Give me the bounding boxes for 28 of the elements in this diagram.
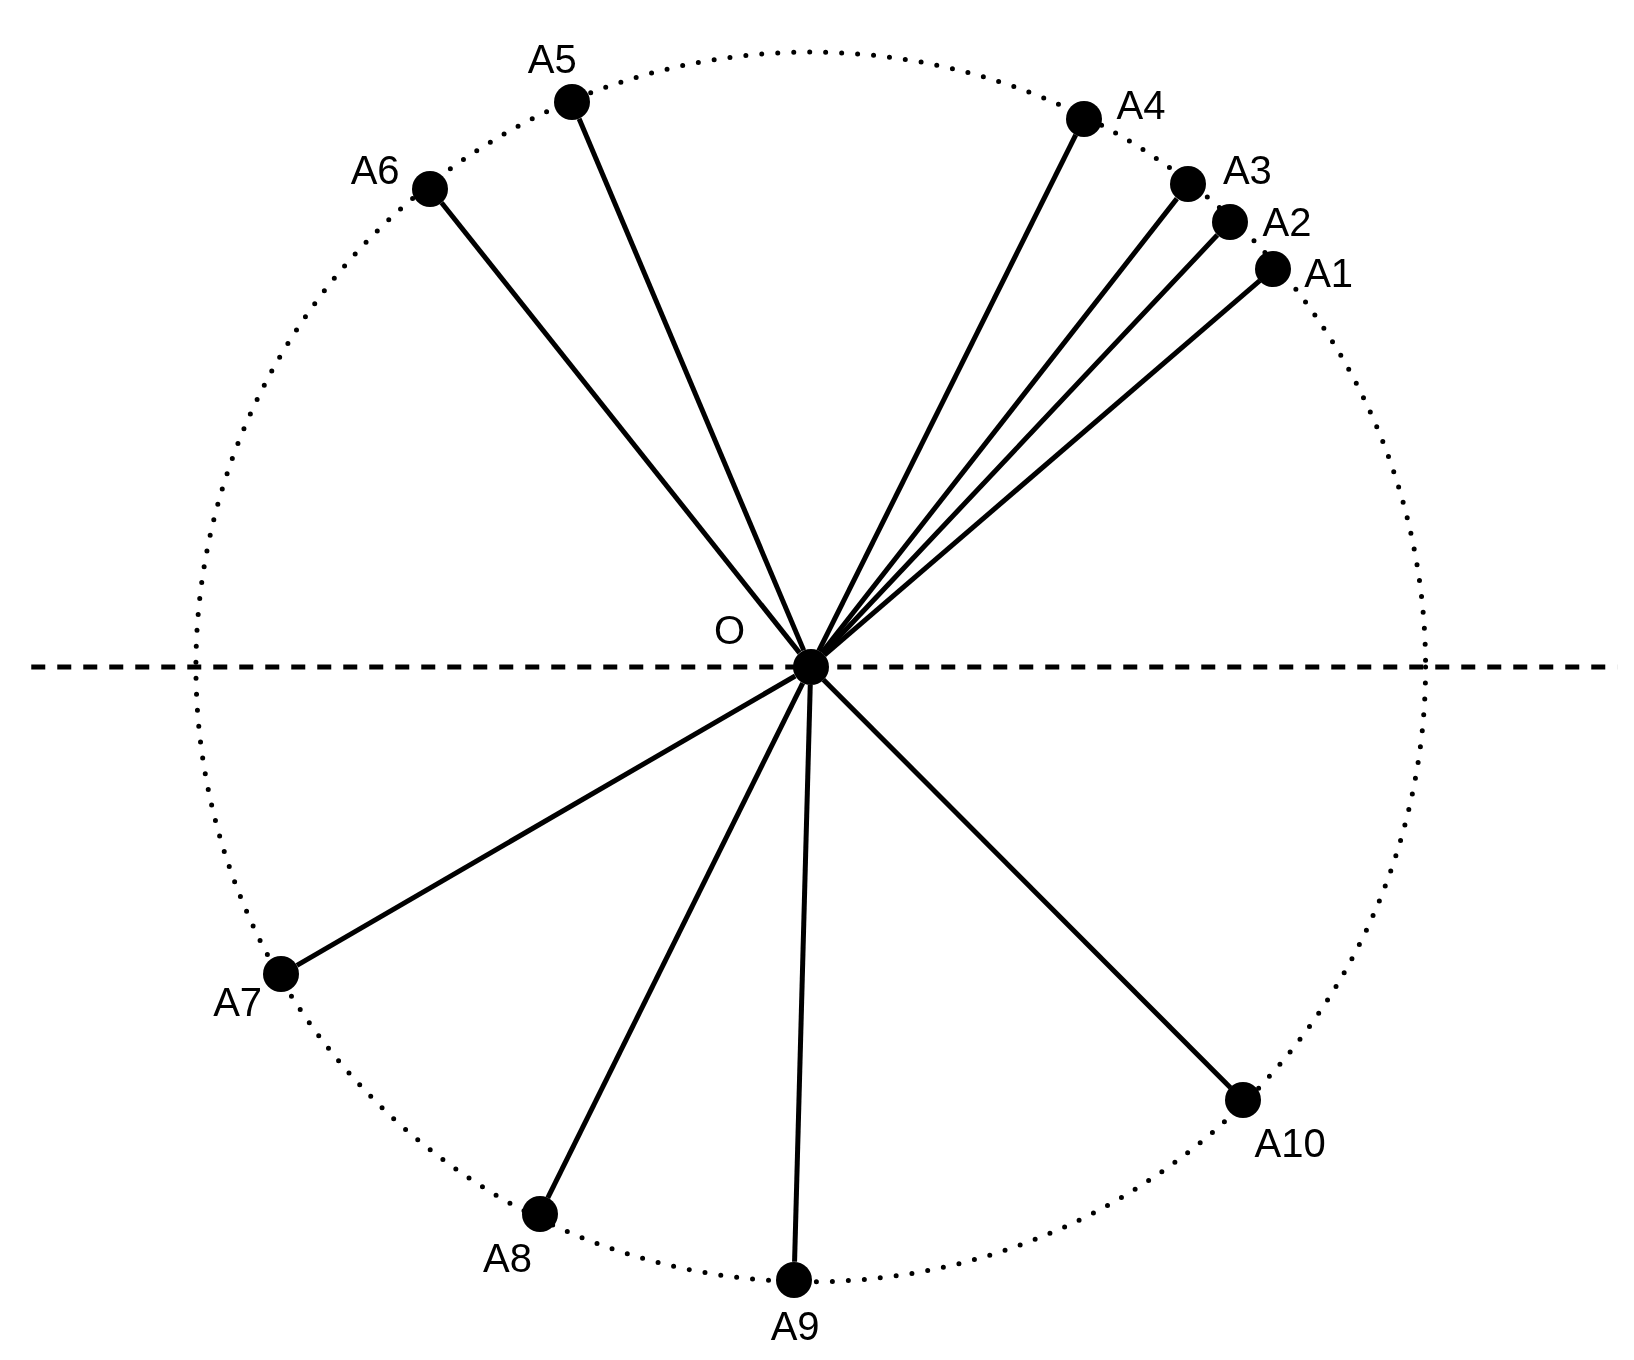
point-label: A9 — [770, 1305, 820, 1346]
line-segment — [295, 673, 797, 968]
line-segment — [816, 133, 1078, 652]
point-dot — [1211, 203, 1248, 240]
point-label: A5 — [527, 39, 577, 80]
point-dot — [412, 170, 449, 207]
point-dot — [776, 1261, 813, 1298]
line-segment — [439, 201, 802, 655]
point-dot — [554, 84, 591, 121]
point-dot — [1170, 166, 1206, 203]
line-segment — [576, 117, 807, 652]
point-label: A7 — [213, 982, 263, 1023]
line-segment — [792, 684, 813, 1262]
point-label: A8 — [483, 1237, 532, 1278]
point-dot — [1255, 250, 1292, 287]
point-dot — [1065, 100, 1102, 137]
line-segment — [545, 681, 805, 1200]
point-dot — [263, 956, 300, 993]
point-label: A4 — [1116, 85, 1166, 126]
point-label: A10 — [1254, 1123, 1326, 1164]
point-label: A1 — [1304, 253, 1354, 293]
point-label: O — [713, 610, 745, 651]
point-label: A2 — [1262, 201, 1312, 242]
point-label: A6 — [350, 149, 400, 190]
line-segment — [821, 677, 1233, 1090]
point-dot — [1225, 1082, 1262, 1119]
point-dot — [521, 1196, 558, 1233]
point-label: A3 — [1222, 149, 1272, 190]
